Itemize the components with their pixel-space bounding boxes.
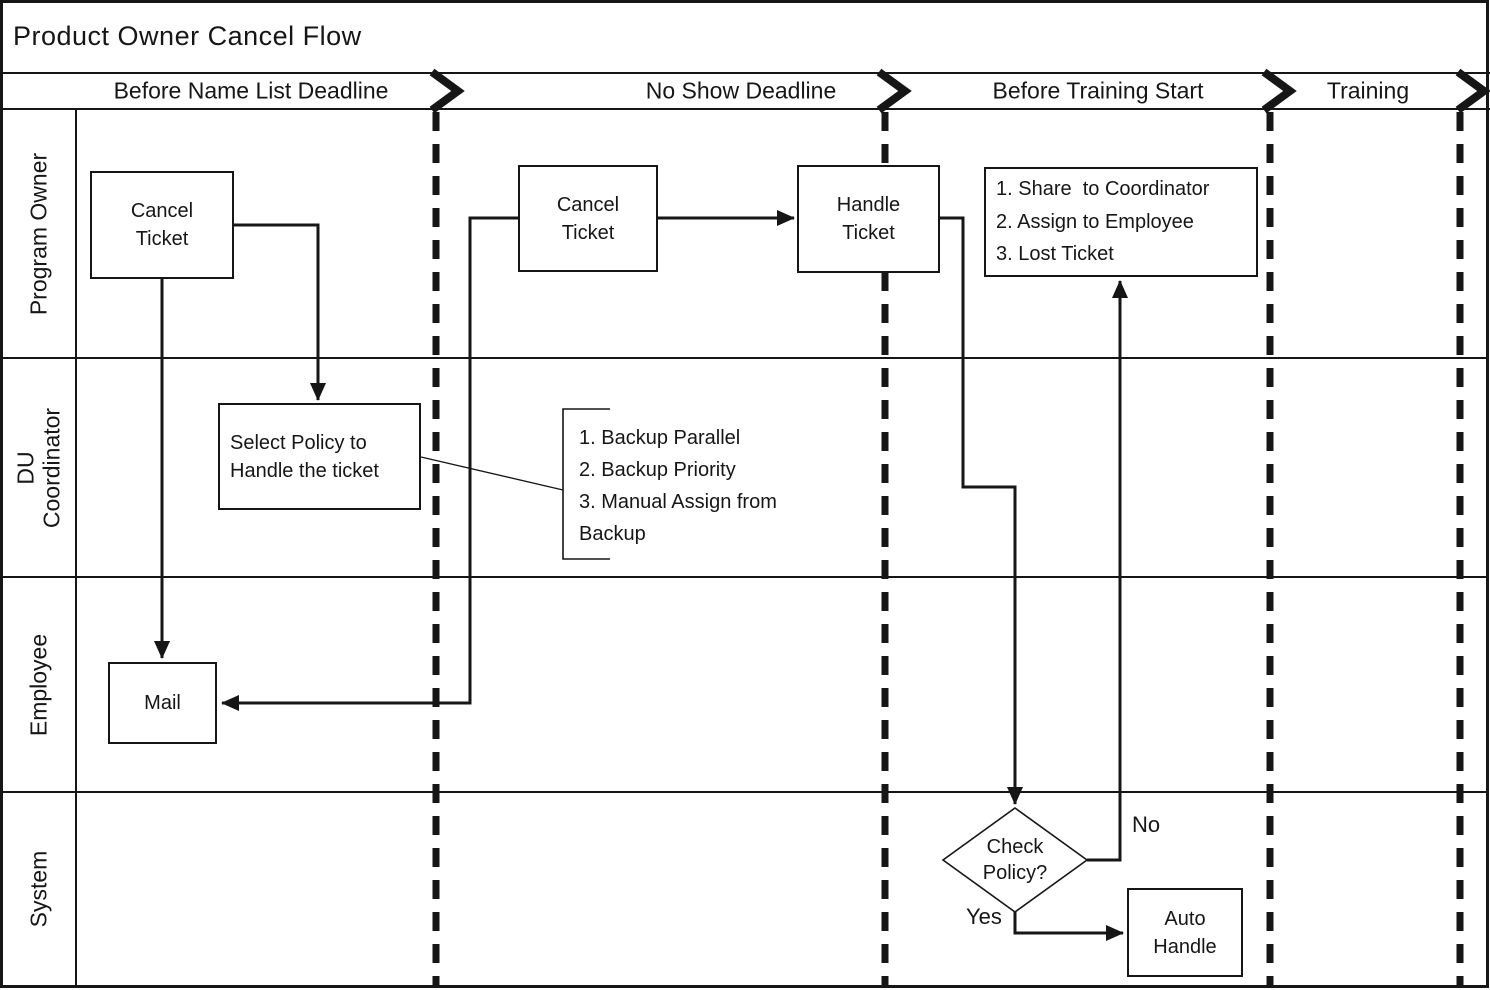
backup-policy-note: 1. Backup Parallel 2. Backup Priority 3.… — [579, 422, 831, 550]
lane-label-employee: Employee — [25, 633, 52, 737]
select-policy-note-connector — [420, 456, 564, 491]
chevron-right-icon — [429, 68, 465, 114]
node-select-policy[interactable]: Select Policy to Handle the ticket — [218, 403, 421, 510]
handle-option-item: 3. Lost Ticket — [996, 243, 1114, 266]
arrow-cancel2-to-mail — [221, 216, 518, 711]
node-label: Check Policy? — [982, 836, 1048, 884]
backup-note-item: 2. Backup Priority — [579, 459, 736, 481]
backup-note-item: 3. Manual Assign from Backup — [579, 491, 777, 545]
backup-note-item: 1. Backup Parallel — [579, 427, 741, 449]
node-cancel-ticket-2[interactable]: Cancel Ticket — [518, 165, 658, 272]
node-label: Handle Ticket — [836, 194, 901, 244]
node-handle-ticket[interactable]: Handle Ticket — [797, 165, 940, 273]
arrow-yes-to-auto-handle — [1013, 912, 1124, 941]
node-check-policy[interactable]: Check Policy? — [955, 820, 1075, 900]
node-handle-options-list[interactable]: 1. Share to Coordinator 2. Assign to Emp… — [984, 167, 1258, 277]
arrow-cancel1-to-select-policy — [234, 223, 326, 401]
lane-label-system: System — [25, 850, 52, 928]
phase-header-before-name-list-deadline: Before Name List Deadline — [113, 77, 389, 104]
handle-option-item: 2. Assign to Employee — [996, 210, 1194, 233]
arrow-no-to-handle-options — [1087, 280, 1128, 862]
edge-label-yes: Yes — [966, 904, 1002, 929]
node-label: Cancel Ticket — [130, 200, 194, 250]
lane-label-du-coordinator: DU Coordinator — [12, 407, 65, 529]
arrow-handle-to-check-policy — [940, 216, 1023, 805]
phase-header-before-training-start: Before Training Start — [992, 77, 1204, 104]
node-cancel-ticket-1[interactable]: Cancel Ticket — [90, 171, 234, 279]
phase-header-training: Training — [1326, 77, 1410, 104]
node-label: Select Policy to Handle the ticket — [230, 431, 379, 482]
node-auto-handle[interactable]: Auto Handle — [1127, 888, 1243, 977]
backup-note-bracket — [562, 408, 610, 560]
lane-label-program-owner: Program Owner — [25, 152, 52, 316]
node-mail[interactable]: Mail — [108, 662, 217, 744]
chevron-right-icon — [1261, 68, 1297, 114]
page-title: Product Owner Cancel Flow — [13, 20, 362, 51]
chevron-right-icon — [876, 68, 912, 114]
phase-header-no-show-deadline: No Show Deadline — [645, 77, 837, 104]
node-label: Cancel Ticket — [556, 193, 620, 244]
node-label: Auto Handle — [1153, 907, 1217, 958]
node-label: Mail — [144, 692, 181, 714]
handle-option-item: 1. Share to Coordinator — [996, 178, 1210, 201]
edge-label-no: No — [1132, 812, 1161, 837]
chevron-right-icon — [1455, 68, 1490, 114]
